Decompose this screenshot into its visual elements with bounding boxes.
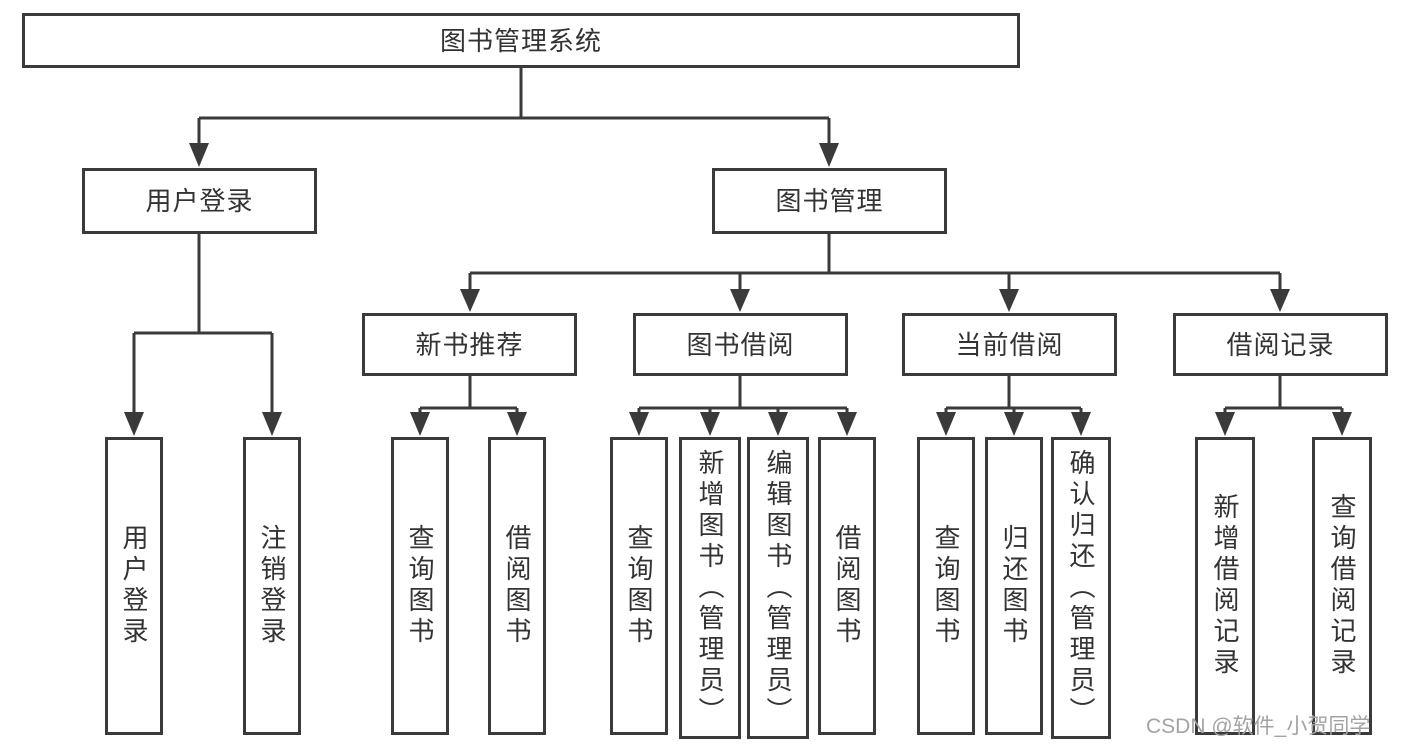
node-edit-book-admin-label: 编辑图书（管理员） [763,448,793,728]
connector-new-book-recommend-branch [410,376,527,436]
node-user-login-leaf: 用户登录 [105,437,163,735]
node-query-books-recommend: 查询图书 [391,437,449,735]
node-borrow-books-recommend: 借阅图书 [488,437,546,735]
connector-borrow-records-branch [1215,376,1352,436]
node-query-borrow-record-label: 查询借阅记录 [1327,493,1357,679]
node-confirm-return-admin-label: 确认归还（管理员） [1066,448,1096,728]
node-query-books-borrow: 查询图书 [610,437,668,735]
connector-user-login-branch [124,234,282,436]
node-logout-label: 注销登录 [257,524,287,648]
node-logout: 注销登录 [243,437,301,735]
node-user-login: 用户登录 [82,168,317,234]
node-query-books-current: 查询图书 [917,437,975,735]
node-add-book-admin-label: 新增图书（管理员） [695,448,725,728]
connector-book-borrow-branch [629,376,857,436]
node-borrow-records: 借阅记录 [1173,313,1388,376]
node-root: 图书管理系统 [22,13,1020,68]
node-book-management: 图书管理 [712,168,947,234]
connector-root-to-level2 [189,68,839,167]
node-current-borrow-label: 当前借阅 [955,329,1064,360]
node-new-book-recommend: 新书推荐 [362,313,577,376]
node-new-book-recommend-label: 新书推荐 [415,329,524,360]
node-return-book: 归还图书 [985,437,1043,735]
node-borrow-records-label: 借阅记录 [1226,329,1335,360]
node-user-login-leaf-label: 用户登录 [119,524,149,648]
node-add-borrow-record-label: 新增借阅记录 [1210,493,1240,679]
node-confirm-return-admin: 确认归还（管理员） [1051,437,1111,739]
node-current-borrow: 当前借阅 [902,313,1117,376]
node-return-book-label: 归还图书 [999,524,1029,648]
node-book-borrow: 图书借阅 [633,313,848,376]
node-book-management-label: 图书管理 [775,186,884,216]
node-query-books-borrow-label: 查询图书 [624,524,654,648]
connector-book-management-branch [460,234,1290,312]
node-borrow-books-recommend-label: 借阅图书 [502,524,532,648]
node-book-borrow-label: 图书借阅 [686,329,795,360]
node-add-borrow-record: 新增借阅记录 [1195,437,1255,735]
watermark: CSDN @软件_小贺同学 [1146,715,1371,738]
node-query-borrow-record: 查询借阅记录 [1312,437,1372,735]
node-edit-book-admin: 编辑图书（管理员） [747,437,809,739]
node-query-books-recommend-label: 查询图书 [405,524,435,648]
node-user-login-label: 用户登录 [145,186,254,216]
node-add-book-admin: 新增图书（管理员） [679,437,741,739]
connector-current-borrow-branch [936,376,1091,436]
node-query-books-current-label: 查询图书 [931,524,961,648]
node-borrow-books-leaf: 借阅图书 [818,437,876,735]
node-root-label: 图书管理系统 [439,25,602,56]
node-borrow-books-leaf-label: 借阅图书 [832,524,862,648]
